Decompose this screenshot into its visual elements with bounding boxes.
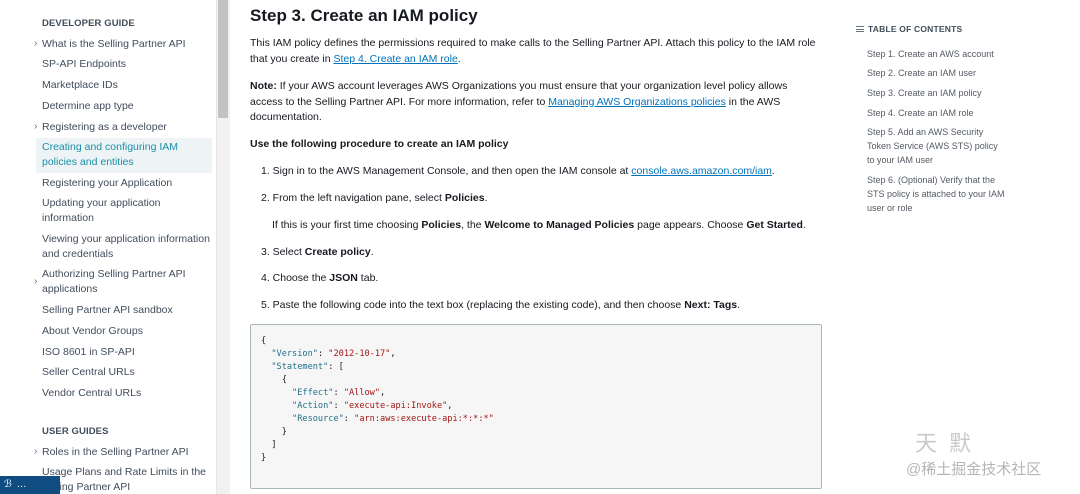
sidebar-item-marketplace-ids[interactable]: Marketplace IDs [42,79,118,91]
sidebar-item-registering-developer[interactable]: Registering as a developer [42,121,167,133]
aws-organizations-link[interactable]: Managing AWS Organizations policies [548,95,726,108]
sidebar-item-app-type[interactable]: Determine app type [42,100,134,112]
watermark-text: 天 默 [915,431,975,456]
toc-item-step6[interactable]: Step 6. (Optional) Verify that the STS p… [867,175,1005,213]
sidebar-scrollbar[interactable] [216,0,230,494]
sidebar-item-iam-policies[interactable]: Creating and configuring IAM policies an… [36,138,212,173]
sidebar-item-vendor-central-urls[interactable]: Vendor Central URLs [42,387,142,399]
sidebar-heading-user-guides: USER GUIDES [42,426,109,437]
toc-title: TABLE OF CONTENTS [868,24,963,34]
sidebar-item-iso8601[interactable]: ISO 8601 in SP-API [42,346,135,358]
step-2: 2. From the left navigation pane, select… [261,192,488,204]
code-block[interactable]: { "Version": "2012-10-17", "Statement": … [250,324,822,489]
step-2-subtext: If this is your first time choosing Poli… [272,219,806,231]
sidebar-item-roles[interactable]: Roles in the Selling Partner API [42,446,189,458]
chevron-right-icon[interactable]: › [34,121,38,132]
sidebar-item-viewing-app[interactable]: Viewing your application information and… [42,233,210,260]
procedure-heading: Use the following procedure to create an… [250,138,509,150]
chevron-right-icon[interactable]: › [34,446,38,457]
note-paragraph: Note: If your AWS account leverages AWS … [250,80,788,123]
toc-item-step1[interactable]: Step 1. Create an AWS account [867,49,994,59]
watermark-logo: ℬ … [0,476,60,494]
step-3: 3. Select Create policy. [261,246,374,258]
step-4: 4. Choose the JSON tab. [261,272,379,284]
iam-console-link[interactable]: console.aws.amazon.com/iam [631,165,772,177]
chevron-right-icon[interactable]: › [34,276,38,287]
intro-paragraph: This IAM policy defines the permissions … [250,37,816,65]
sidebar-scroll-thumb[interactable] [218,0,228,118]
step-1: 1. Sign in to the AWS Management Console… [261,165,775,177]
watermark-caption: @稀土掘金技术社区 [906,461,1042,478]
toc-item-step2[interactable]: Step 2. Create an IAM user [867,68,977,78]
step-5: 5. Paste the following code into the tex… [261,299,741,311]
toc-item-step3[interactable]: Step 3. Create an IAM policy [867,88,982,98]
chevron-right-icon[interactable]: › [34,38,38,49]
sidebar-item-registering-app[interactable]: Registering your Application [42,177,173,189]
sidebar-item-authorizing[interactable]: Authorizing Selling Partner API applicat… [42,268,186,295]
sidebar-heading-developer-guide: DEVELOPER GUIDE [42,18,135,29]
page-title: Step 3. Create an IAM policy [250,6,478,25]
step4-link[interactable]: Step 4. Create an IAM role [333,52,458,65]
toc-item-step4[interactable]: Step 4. Create an IAM role [867,108,974,118]
sidebar-item-sandbox[interactable]: Selling Partner API sandbox [42,304,173,316]
toc-item-step5[interactable]: Step 5. Add an AWS Security Token Servic… [867,127,998,165]
sidebar-item-vendor-groups[interactable]: About Vendor Groups [42,325,143,337]
sidebar-item-updating-app[interactable]: Updating your application information [42,197,161,224]
sidebar-item-usage-plans[interactable]: Usage Plans and Rate Limits in the Selli… [42,466,207,493]
sidebar-item-seller-central-urls[interactable]: Seller Central URLs [42,366,135,378]
sidebar-item-endpoints[interactable]: SP-API Endpoints [42,58,127,70]
sidebar-item-what-is-spapi[interactable]: What is the Selling Partner API [42,38,186,50]
list-icon [856,26,864,32]
sidebar-nav: DEVELOPER GUIDE › What is the Selling Pa… [0,0,216,494]
